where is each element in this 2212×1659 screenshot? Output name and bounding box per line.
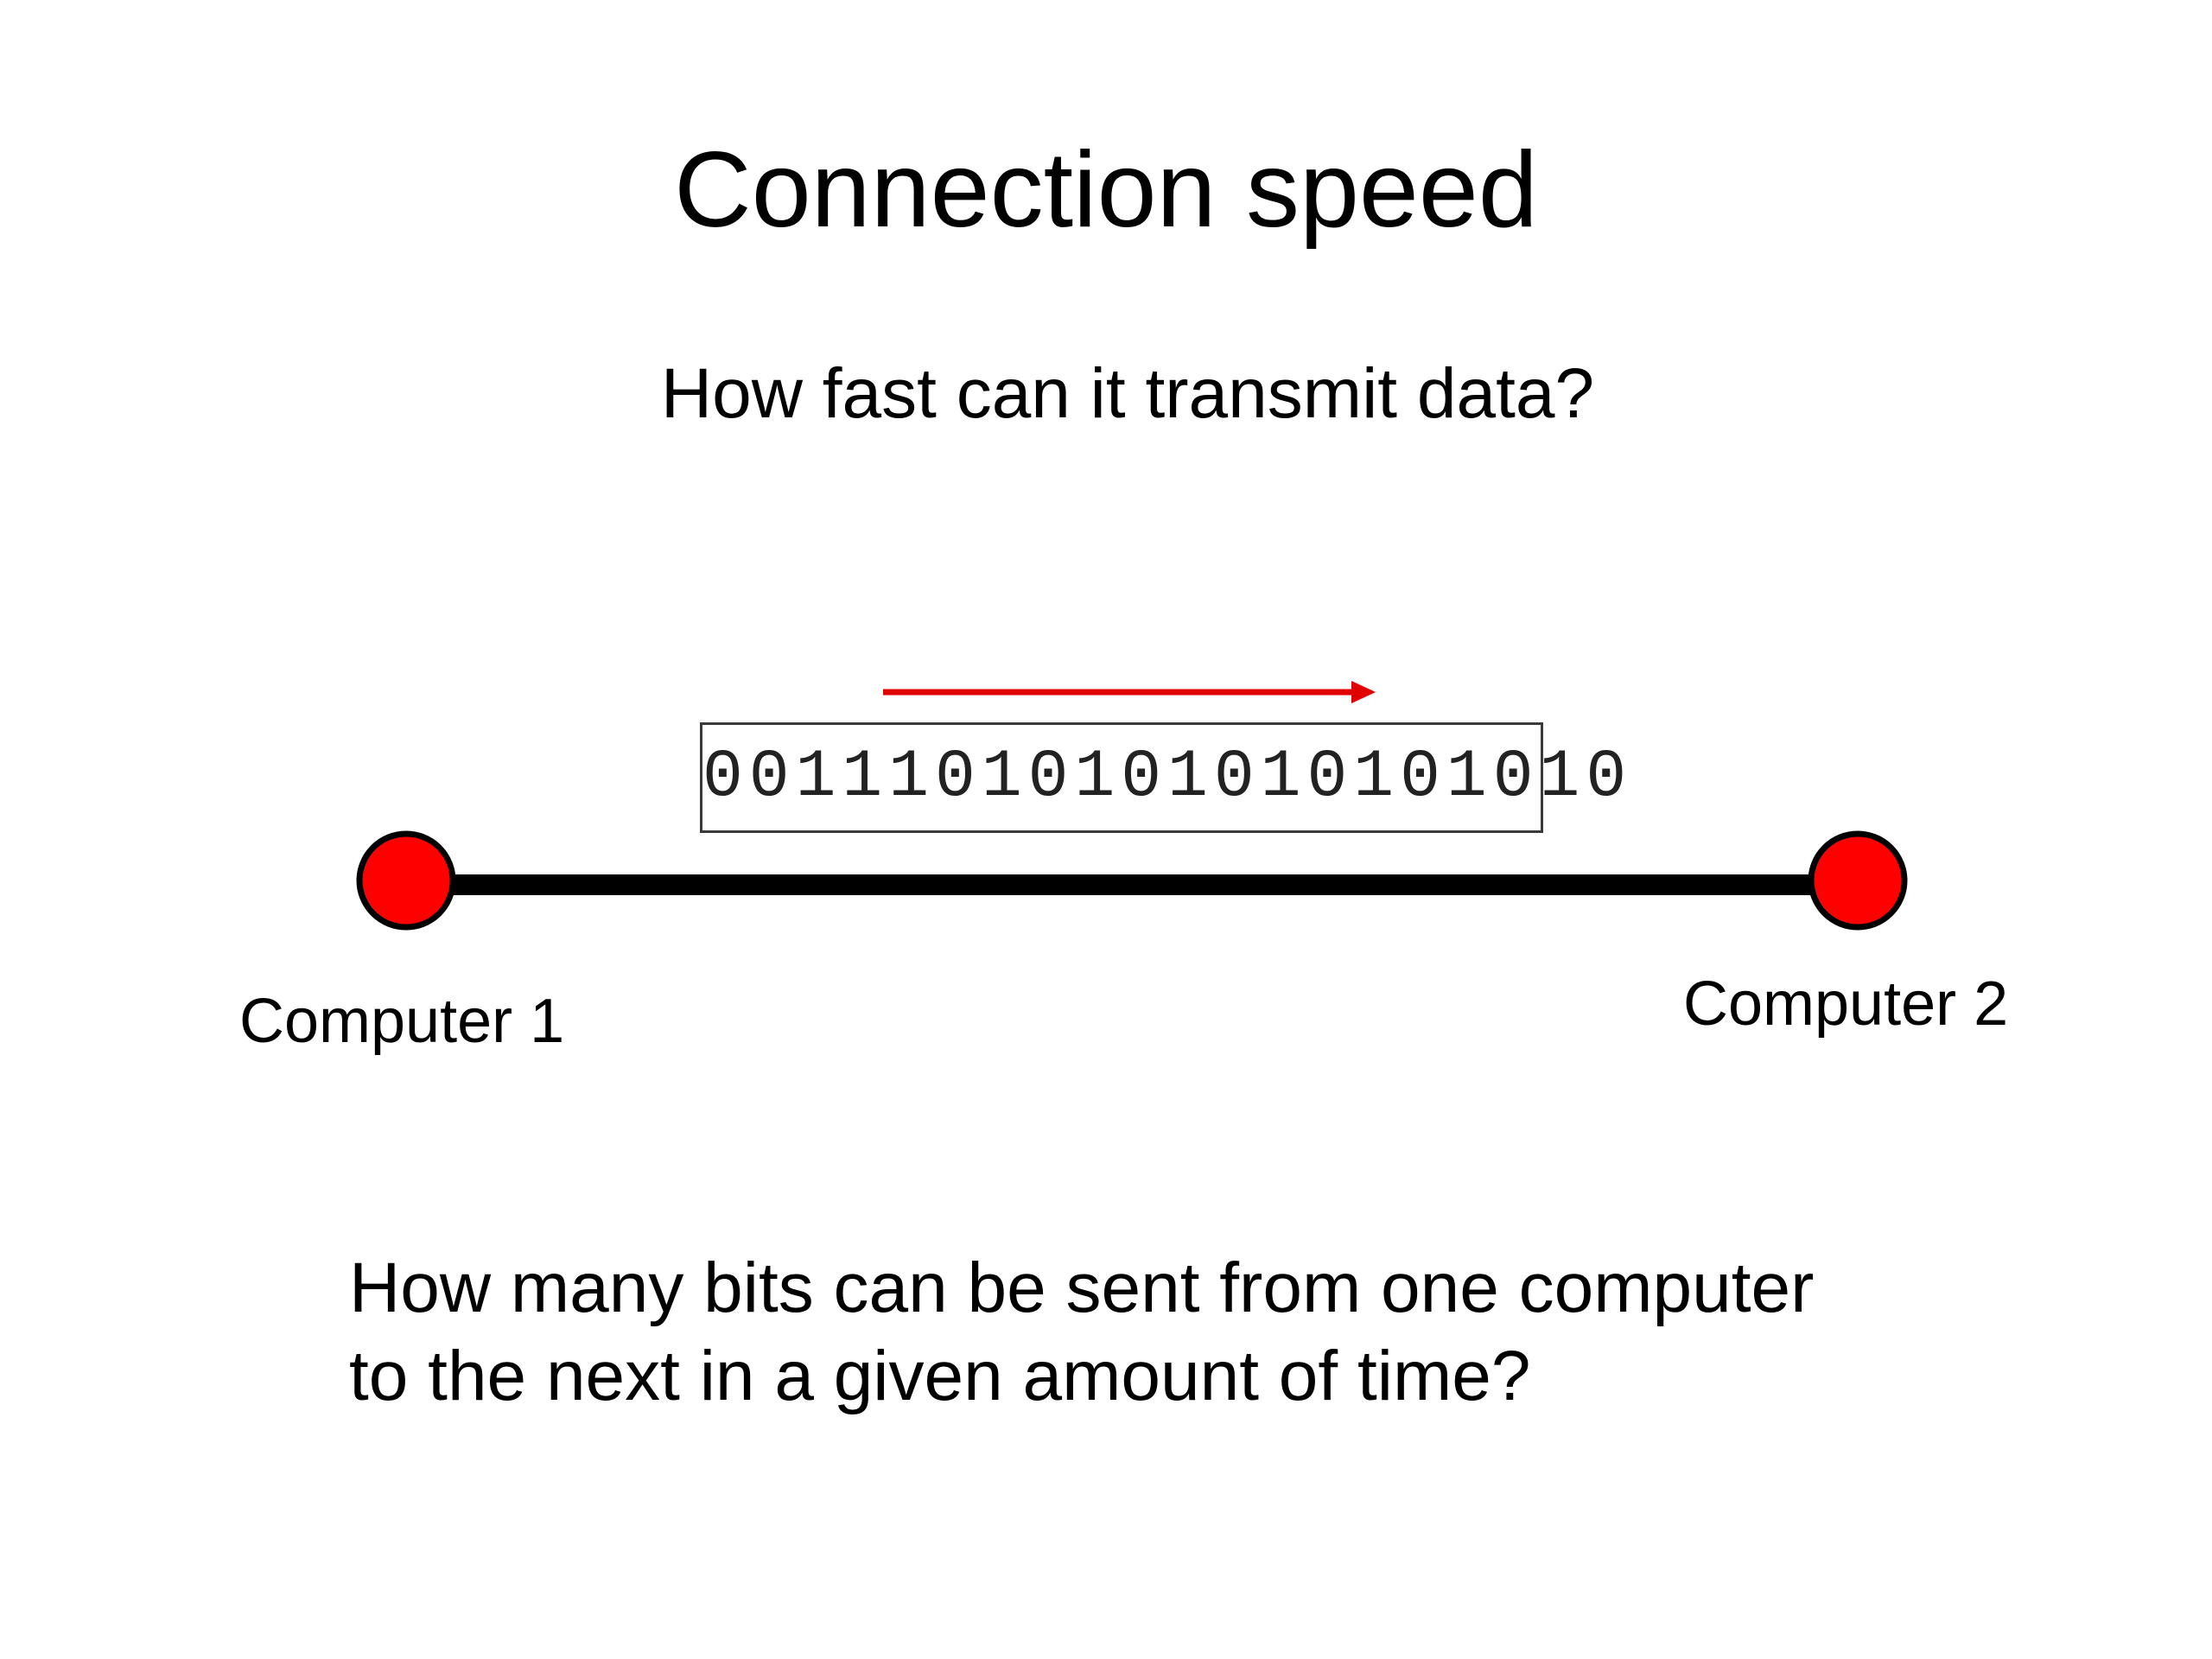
transmission-arrowhead bbox=[1351, 681, 1376, 703]
bottom-question: How many bits can be sent from one compu… bbox=[349, 1244, 1991, 1421]
question-line-1: How many bits can be sent from one compu… bbox=[349, 1249, 1815, 1327]
slide-subtitle: How fast can it transmit data? bbox=[660, 354, 1595, 433]
computer-1-node bbox=[356, 830, 456, 931]
slide-title: Connection speed bbox=[674, 130, 1538, 250]
computer-2-label: Computer 2 bbox=[1683, 969, 2009, 1039]
bitstream-box: 00111010101010101010 bbox=[700, 722, 1626, 833]
computer-1-label: Computer 1 bbox=[239, 987, 565, 1056]
question-line-2: to the next in a given amount of time? bbox=[349, 1337, 1531, 1415]
computer-2-node bbox=[1808, 830, 1908, 931]
